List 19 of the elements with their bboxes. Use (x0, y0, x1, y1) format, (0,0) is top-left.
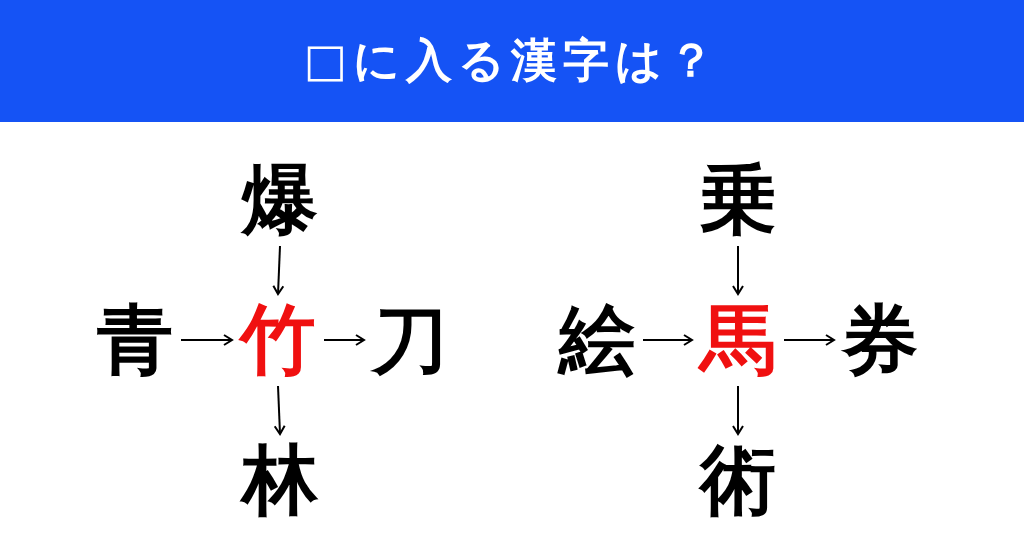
arrow (732, 245, 744, 295)
kanji: 刀 (368, 298, 452, 382)
arrow (272, 245, 285, 295)
title-banner: □に入る漢字は？ (0, 0, 1024, 122)
kanji: 乗 (696, 158, 780, 242)
kanji: 絵 (555, 298, 639, 382)
arrow (180, 334, 233, 346)
arrow (783, 334, 835, 346)
arrow (273, 385, 286, 435)
arrow (642, 334, 693, 346)
kanji: 爆 (238, 158, 322, 242)
kanji: 術 (696, 438, 780, 522)
arrow (732, 385, 744, 435)
arrow (323, 334, 365, 346)
answer-kanji: 竹 (236, 298, 320, 382)
kanji: 青 (93, 298, 177, 382)
kanji: 券 (838, 298, 922, 382)
kanji: 林 (238, 438, 322, 522)
answer-kanji: 馬 (696, 298, 780, 382)
